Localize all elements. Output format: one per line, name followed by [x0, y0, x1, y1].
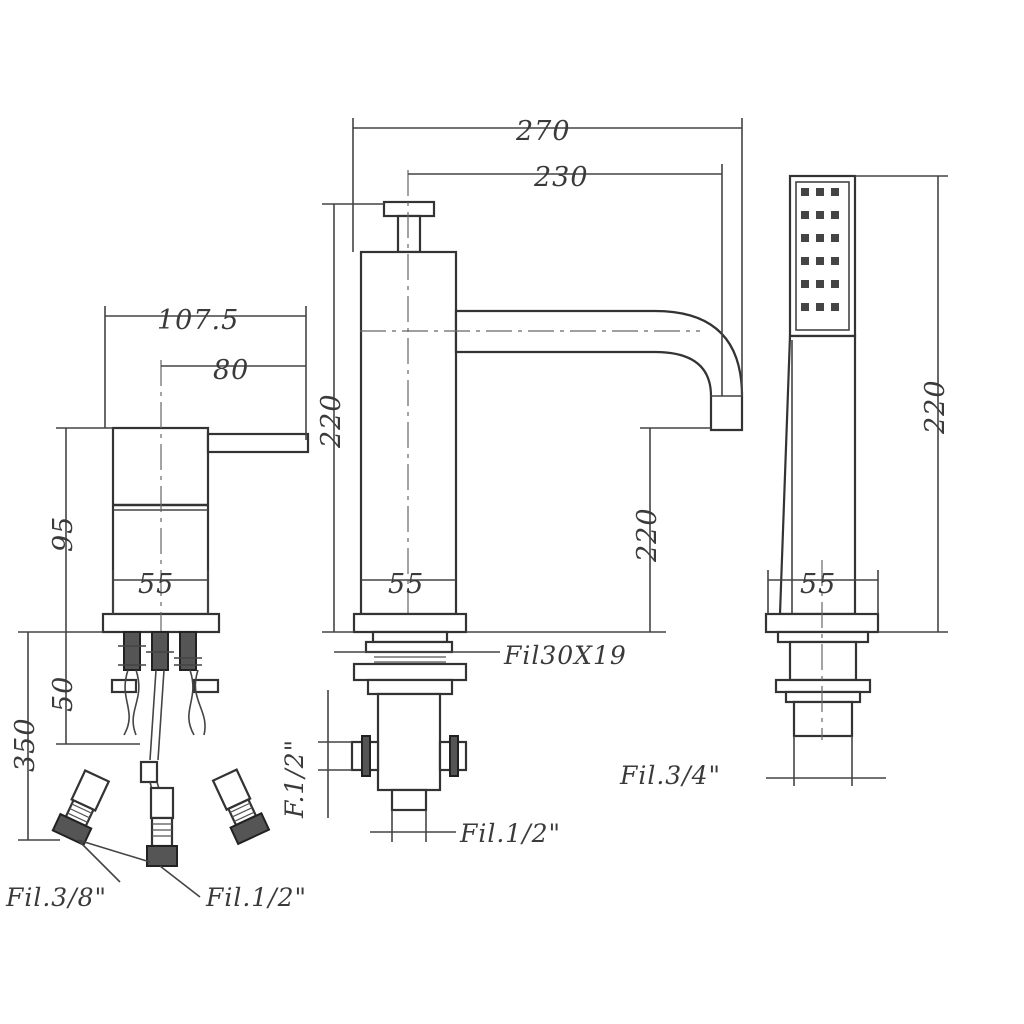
nozzle: [801, 211, 809, 219]
label-fil-3-4: Fil.3/4": [619, 761, 721, 790]
mixer-handle: [206, 432, 310, 454]
dim-107-5: 107.5: [157, 305, 239, 336]
nozzle: [816, 211, 824, 219]
hand-shower: 220 55 Fil.3/4": [619, 174, 951, 790]
nozzle: [831, 211, 839, 219]
nozzle: [801, 188, 809, 196]
shower-nozzles: [801, 188, 839, 311]
nozzle: [801, 257, 809, 265]
hose-fitting-left: [51, 769, 111, 847]
nozzle: [831, 280, 839, 288]
spout-unit: 270 230 220 220 55 Fil30X19 F.1/2" Fil.1…: [280, 116, 744, 848]
dim-shower-220: 220: [920, 379, 951, 435]
nozzle: [816, 280, 824, 288]
nozzle: [831, 188, 839, 196]
nozzle: [801, 303, 809, 311]
hose-fitting-center: [149, 786, 175, 820]
nozzle: [816, 234, 824, 242]
label-fil30x19: Fil30X19: [503, 641, 627, 670]
nozzle: [801, 280, 809, 288]
spout-base-plate: [352, 612, 468, 634]
nozzle: [831, 257, 839, 265]
nozzle: [801, 234, 809, 242]
dim-spout-55: 55: [388, 569, 424, 600]
dim-shower-55: 55: [800, 569, 836, 600]
dim-270: 270: [515, 116, 571, 147]
label-fil-1-2-spout: Fil.1/2": [459, 819, 561, 848]
spout-valve-body: [376, 692, 442, 792]
hex-nut-center: [146, 845, 178, 867]
dim-80: 80: [213, 355, 249, 386]
label-f-1-2: F.1/2": [280, 739, 309, 819]
shower-connection: [792, 700, 854, 738]
dim-350: 350: [10, 717, 41, 772]
label-fil-3-8: Fil.3/8": [5, 883, 107, 912]
dim-230: 230: [533, 162, 589, 193]
label-fil-1-2-lever: Fil.1/2": [205, 883, 307, 912]
nozzle: [816, 303, 824, 311]
nozzle: [816, 257, 824, 265]
lever-mixer: 107.5 80 95 55 50 350 Fil.3/8" Fil.1/2": [5, 305, 310, 912]
shower-head: [788, 174, 857, 338]
dim-50: 50: [48, 676, 79, 712]
dim-spout-220: 220: [316, 393, 347, 449]
nozzle: [831, 234, 839, 242]
nozzle: [831, 303, 839, 311]
hose-fitting-right: [211, 768, 271, 846]
dim-95: 95: [48, 516, 79, 552]
spout-arm: [454, 309, 744, 432]
nozzle: [816, 188, 824, 196]
dim-lever-55: 55: [138, 569, 174, 600]
dim-outlet-220: 220: [632, 507, 663, 563]
